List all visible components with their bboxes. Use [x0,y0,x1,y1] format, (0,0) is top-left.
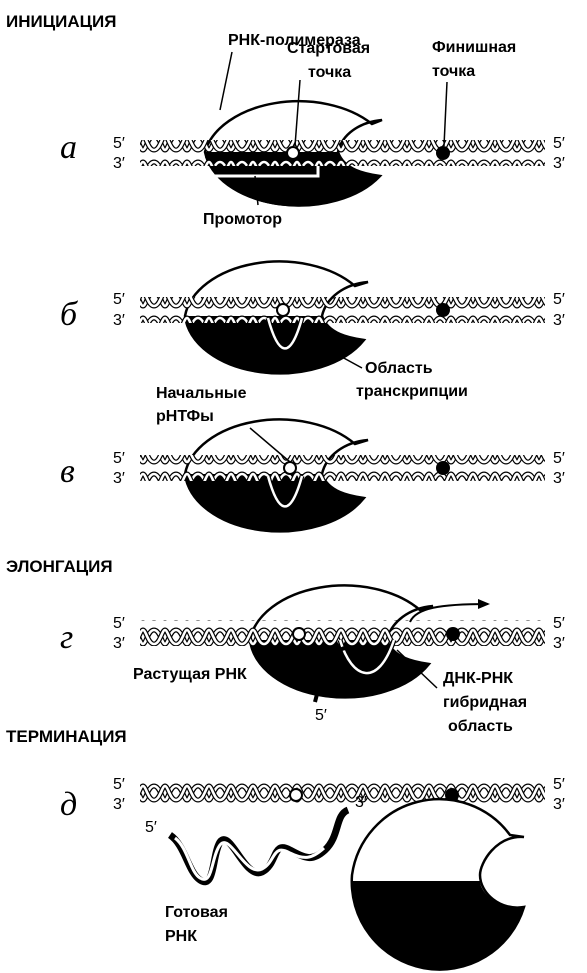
finish-point-pointer [444,82,447,146]
label-hybrid-3: область [448,718,513,735]
finish-point-marker [436,303,450,317]
end-5-left: 5′ [113,135,125,152]
label-transcription-region-2: транскрипции [356,383,468,400]
dna-helix [140,297,545,323]
end-3-left: 3′ [113,470,125,487]
label-growing-rna: Растущая РНК [133,666,247,683]
end-3-right: 3′ [553,470,565,487]
label-released-rna-5: 5′ [145,819,157,836]
end-5-left: 5′ [113,450,125,467]
label-initial-ntp-1: Начальные [156,385,247,402]
label-hybrid-2: гибридная [443,694,527,711]
end-3-left: 3′ [113,312,125,329]
stage-letter-a: а [60,129,77,166]
arrow-head-icon [478,599,490,609]
end-5-left: 5′ [113,776,125,793]
label-promoter: Промотор [203,211,282,228]
end-5-left: 5′ [113,615,125,632]
end-3-right: 3′ [553,796,565,813]
end-3-right: 3′ [553,635,565,652]
end-3-left: 3′ [113,155,125,172]
section-termination: ТЕРМИНАЦИЯ [6,727,127,746]
end-3-right: 3′ [553,155,565,172]
stage-letter-v: в [60,453,75,490]
finish-point-marker [436,461,450,475]
stage-d-group: 5′ 3′ 5′ 3′ 5′ 3′ Готовая РНК [113,776,565,970]
dna-helix [140,140,545,166]
end-3-left: 3′ [113,635,125,652]
label-start-point-1: Стартовая [287,40,370,57]
stage-g-group: 5′ 3′ 5′ 3′ Растущая РНК 5′ ДНК-РНК гибр… [113,585,565,735]
finish-point-marker [436,146,450,160]
end-5-right: 5′ [553,450,565,467]
end-3-left: 3′ [113,796,125,813]
label-finished-rna-1: Готовая [165,904,228,921]
polymerase-pointer [220,52,232,110]
label-finish-point-1: Финишная [432,39,516,56]
end-5-right: 5′ [553,776,565,793]
stage-letter-d: д [60,786,77,823]
end-5-right: 5′ [553,135,565,152]
start-point-marker [277,304,289,316]
end-3-right: 3′ [553,312,565,329]
released-rna-polymerase [352,799,524,969]
end-5-right: 5′ [553,615,565,632]
stage-v-group: 5′ 3′ 5′ 3′ Начальные рНТФы [113,385,565,532]
start-point-marker [293,628,305,640]
dna-helix [140,455,545,481]
stage-letter-b: б [60,296,79,333]
label-transcription-region-1: Область [365,360,433,377]
start-point-marker [287,147,299,159]
dna-helix [140,782,545,808]
section-elongation: ЭЛОНГАЦИЯ [6,557,113,576]
label-hybrid-1: ДНК-РНК [443,670,513,687]
start-point-marker [284,462,296,474]
stage-b-group: 5′ 3′ 5′ 3′ Область транскрипции [113,261,565,400]
finish-point-marker [446,627,460,641]
stage-letter-g: г [60,619,73,656]
end-5-left: 5′ [113,291,125,308]
start-point-marker [290,789,302,801]
stage-a-group: 5′ 3′ 5′ 3′ РНК-полимераза Стартовая точ… [113,32,565,228]
label-finish-point-2: точка [432,63,475,80]
end-5-right: 5′ [553,291,565,308]
label-rna-5-end: 5′ [315,707,327,724]
label-start-point-2: точка [308,64,351,81]
section-initiation: ИНИЦИАЦИЯ [6,12,116,31]
label-finished-rna-2: РНК [165,928,197,945]
label-released-rna-3: 3′ [355,794,367,811]
label-initial-ntp-2: рНТФы [156,408,214,425]
